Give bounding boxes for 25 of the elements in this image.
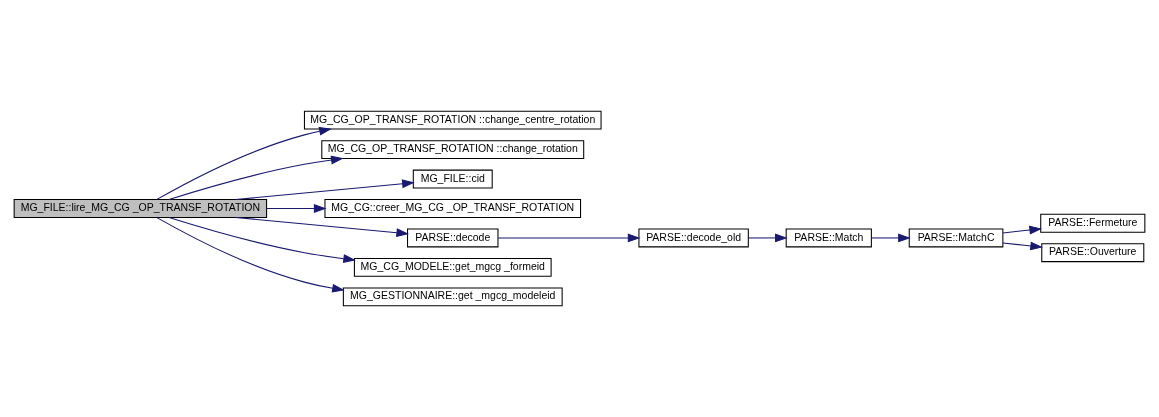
node-box: PARSE::decode <box>407 228 499 248</box>
arrow <box>235 179 415 201</box>
arrow <box>1002 241 1043 251</box>
node-box: MG_FILE::lire_MG_CG _OP_TRANSF_ROTATION <box>13 199 268 218</box>
node-box: PARSE::decode_old <box>638 228 749 248</box>
arrow <box>168 216 356 264</box>
arrow <box>871 233 911 243</box>
arrow <box>156 217 345 293</box>
arrow <box>1002 225 1043 235</box>
node-box: MG_FILE::cid <box>412 169 493 189</box>
node-box: PARSE::MatchC <box>908 228 1004 248</box>
arrow <box>168 155 344 201</box>
node-box: MG_GESTIONNAIRE::get _mgcg_modeleid <box>342 287 563 307</box>
node-box: PARSE::Ouverture <box>1041 243 1145 263</box>
node-box: MG_CG::creer_MG_CG _OP_TRANSF_ROTATION <box>324 199 582 218</box>
arrow <box>747 233 788 243</box>
arrow <box>235 216 410 238</box>
arrow <box>156 126 332 200</box>
arrow <box>497 233 641 243</box>
node-box: MG_CG_OP_TRANSF_ROTATION ::change_rotation <box>321 140 585 160</box>
node-box: PARSE::Fermeture <box>1040 213 1146 233</box>
node-box: MG_CG_OP_TRANSF_ROTATION ::change_centre_rotation <box>303 110 602 130</box>
arrow <box>266 204 327 213</box>
node-box: MG_CG_MODELE::get_mgcg _formeid <box>353 257 552 277</box>
node-box: PARSE::Match <box>785 228 872 248</box>
